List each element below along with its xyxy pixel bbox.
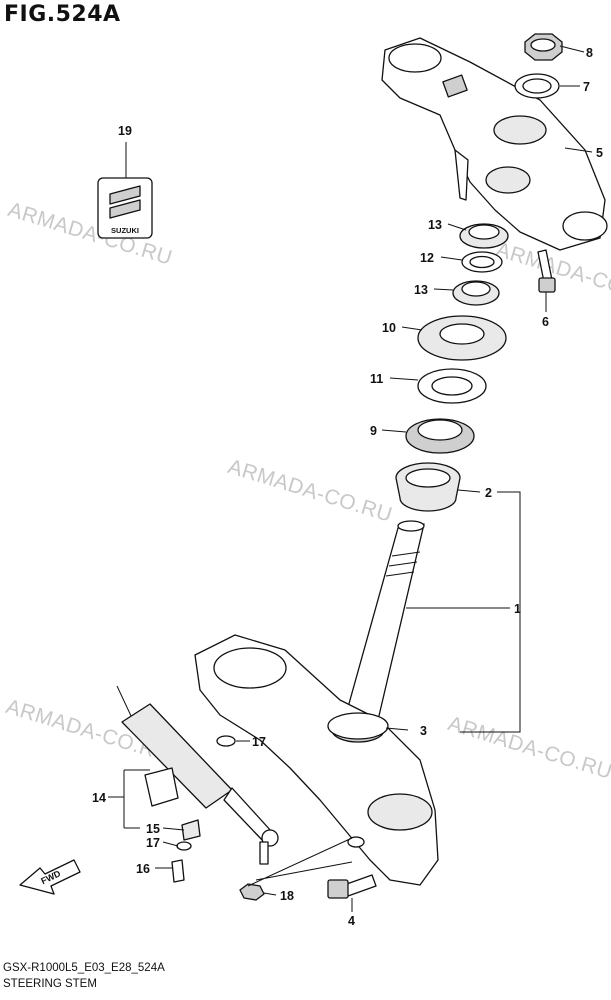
callout-13-upper: 13	[428, 218, 442, 232]
callout-9: 9	[370, 424, 377, 438]
callout-5: 5	[596, 146, 603, 160]
upper-bearing[interactable]	[405, 418, 475, 454]
callout-18: 18	[280, 889, 294, 903]
fwd-arrow-icon: FWD	[19, 859, 81, 895]
diagram-name: STEERING STEM	[3, 978, 97, 990]
callout-17-upper: 17	[252, 735, 266, 749]
callout-11: 11	[370, 372, 383, 386]
callout-1: 1	[514, 602, 521, 616]
damper-nut[interactable]	[239, 883, 265, 901]
suzuki-emblem[interactable]: SUZUKI	[97, 177, 153, 239]
lower-bracket[interactable]	[194, 634, 439, 886]
lock-nut-upper[interactable]	[459, 223, 509, 249]
callout-17-lower: 17	[146, 836, 160, 850]
figure-title: FIG.524A	[4, 2, 121, 27]
callout-2: 2	[485, 486, 492, 500]
steering-damper[interactable]	[116, 685, 279, 865]
callout-10: 10	[382, 321, 396, 335]
emblem-text: SUZUKI	[111, 226, 139, 235]
callout-19: 19	[118, 124, 132, 138]
damper-washer[interactable]	[176, 735, 236, 851]
damper-bolt[interactable]	[171, 859, 185, 883]
leader-lines	[108, 45, 593, 912]
washer[interactable]	[514, 73, 560, 99]
stem-nut[interactable]	[524, 33, 563, 61]
callout-7: 7	[583, 80, 590, 94]
damper-bracket[interactable]	[181, 819, 201, 841]
lock-washer[interactable]	[461, 251, 503, 273]
callout-4: 4	[348, 914, 355, 928]
lock-nut-lower[interactable]	[452, 280, 500, 306]
dust-seal[interactable]	[417, 315, 507, 361]
callout-8: 8	[586, 46, 593, 60]
upper-bracket[interactable]	[381, 37, 608, 251]
callout-6: 6	[542, 315, 549, 329]
seal-washer[interactable]	[417, 368, 487, 404]
callout-14: 14	[92, 791, 106, 805]
lower-bracket-bolt[interactable]	[327, 874, 377, 899]
callout-16: 16	[136, 862, 150, 876]
upper-bracket-bolt[interactable]	[537, 249, 556, 293]
callout-13-lower: 13	[414, 283, 428, 297]
steering-stem[interactable]	[344, 520, 425, 721]
diagram-code: GSX-R1000L5_E03_E28_524A	[3, 962, 165, 974]
lower-bearing[interactable]	[395, 462, 461, 512]
callout-3: 3	[420, 724, 427, 738]
stem-dust-seal[interactable]	[327, 712, 389, 740]
callout-15: 15	[146, 822, 160, 836]
callout-12: 12	[420, 251, 434, 265]
